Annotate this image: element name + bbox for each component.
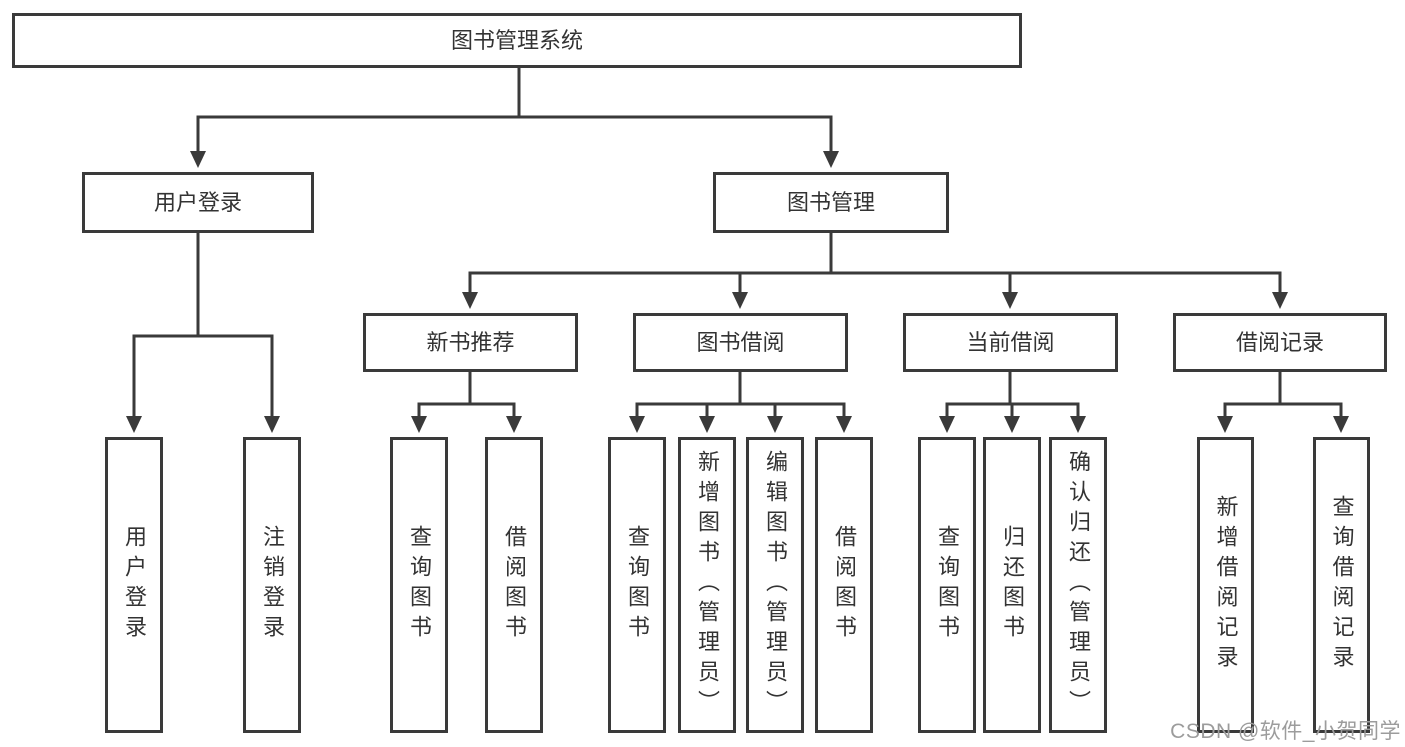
connector-book-borrow-to-leaves bbox=[629, 372, 852, 433]
connector-borrow-records-to-leaves bbox=[1217, 372, 1349, 433]
leaf-label: 借阅图书 bbox=[832, 525, 857, 645]
node-label: 当前借阅 bbox=[966, 329, 1055, 355]
connector-root-to-level2 bbox=[190, 68, 839, 168]
leaf-label: 借阅图书 bbox=[502, 525, 527, 645]
leaf-add-borrow-record: 新增借阅记录 bbox=[1197, 437, 1254, 733]
node-book-borrow: 图书借阅 bbox=[633, 313, 848, 372]
node-label: 图书管理系统 bbox=[450, 27, 583, 53]
node-user-login: 用户登录 bbox=[82, 172, 314, 233]
leaf-label: 用户登录 bbox=[122, 525, 147, 645]
leaf-label: 注销登录 bbox=[260, 525, 285, 645]
node-label: 用户登录 bbox=[153, 189, 242, 215]
leaf-borrow-books: 借阅图书 bbox=[815, 437, 873, 733]
leaf-label: 新增图书（管理员） bbox=[695, 450, 720, 720]
node-new-book-recommend: 新书推荐 bbox=[363, 313, 578, 372]
leaf-query-books-current: 查询图书 bbox=[918, 437, 976, 733]
connector-book-management-to-level3 bbox=[462, 233, 1288, 309]
leaf-label: 归还图书 bbox=[1000, 525, 1025, 645]
connector-new-book-to-leaves bbox=[411, 372, 522, 433]
node-library-management-system: 图书管理系统 bbox=[12, 13, 1022, 68]
leaf-label: 查询图书 bbox=[625, 525, 650, 645]
leaf-query-books-borrow: 查询图书 bbox=[608, 437, 666, 733]
leaf-user-login: 用户登录 bbox=[105, 437, 163, 733]
csdn-watermark: CSDN @软件_小贺同学 bbox=[1170, 720, 1401, 743]
leaf-edit-books-admin: 编辑图书（管理员） bbox=[746, 437, 804, 733]
leaf-add-books-admin: 新增图书（管理员） bbox=[678, 437, 736, 733]
node-borrow-records: 借阅记录 bbox=[1173, 313, 1387, 372]
leaf-label: 新增借阅记录 bbox=[1213, 495, 1239, 675]
node-label: 借阅记录 bbox=[1235, 329, 1324, 355]
leaf-logout: 注销登录 bbox=[243, 437, 301, 733]
connector-current-borrow-to-leaves bbox=[939, 372, 1086, 433]
leaf-confirm-return-admin: 确认归还（管理员） bbox=[1049, 437, 1107, 733]
leaf-label: 查询图书 bbox=[935, 525, 960, 645]
node-book-management: 图书管理 bbox=[713, 172, 949, 233]
leaf-return-books: 归还图书 bbox=[983, 437, 1041, 733]
node-current-borrow: 当前借阅 bbox=[903, 313, 1118, 372]
leaf-query-borrow-record: 查询借阅记录 bbox=[1313, 437, 1370, 733]
node-label: 图书借阅 bbox=[696, 329, 785, 355]
leaf-label: 确认归还（管理员） bbox=[1066, 450, 1091, 720]
leaf-label: 查询借阅记录 bbox=[1329, 495, 1355, 675]
leaf-query-books-recommend: 查询图书 bbox=[390, 437, 448, 733]
leaf-label: 查询图书 bbox=[407, 525, 432, 645]
leaf-label: 编辑图书（管理员） bbox=[763, 450, 788, 720]
node-label: 新书推荐 bbox=[426, 329, 515, 355]
connector-user-login-to-leaves bbox=[126, 233, 280, 433]
leaf-borrow-books-recommend: 借阅图书 bbox=[485, 437, 543, 733]
node-label: 图书管理 bbox=[786, 189, 875, 215]
